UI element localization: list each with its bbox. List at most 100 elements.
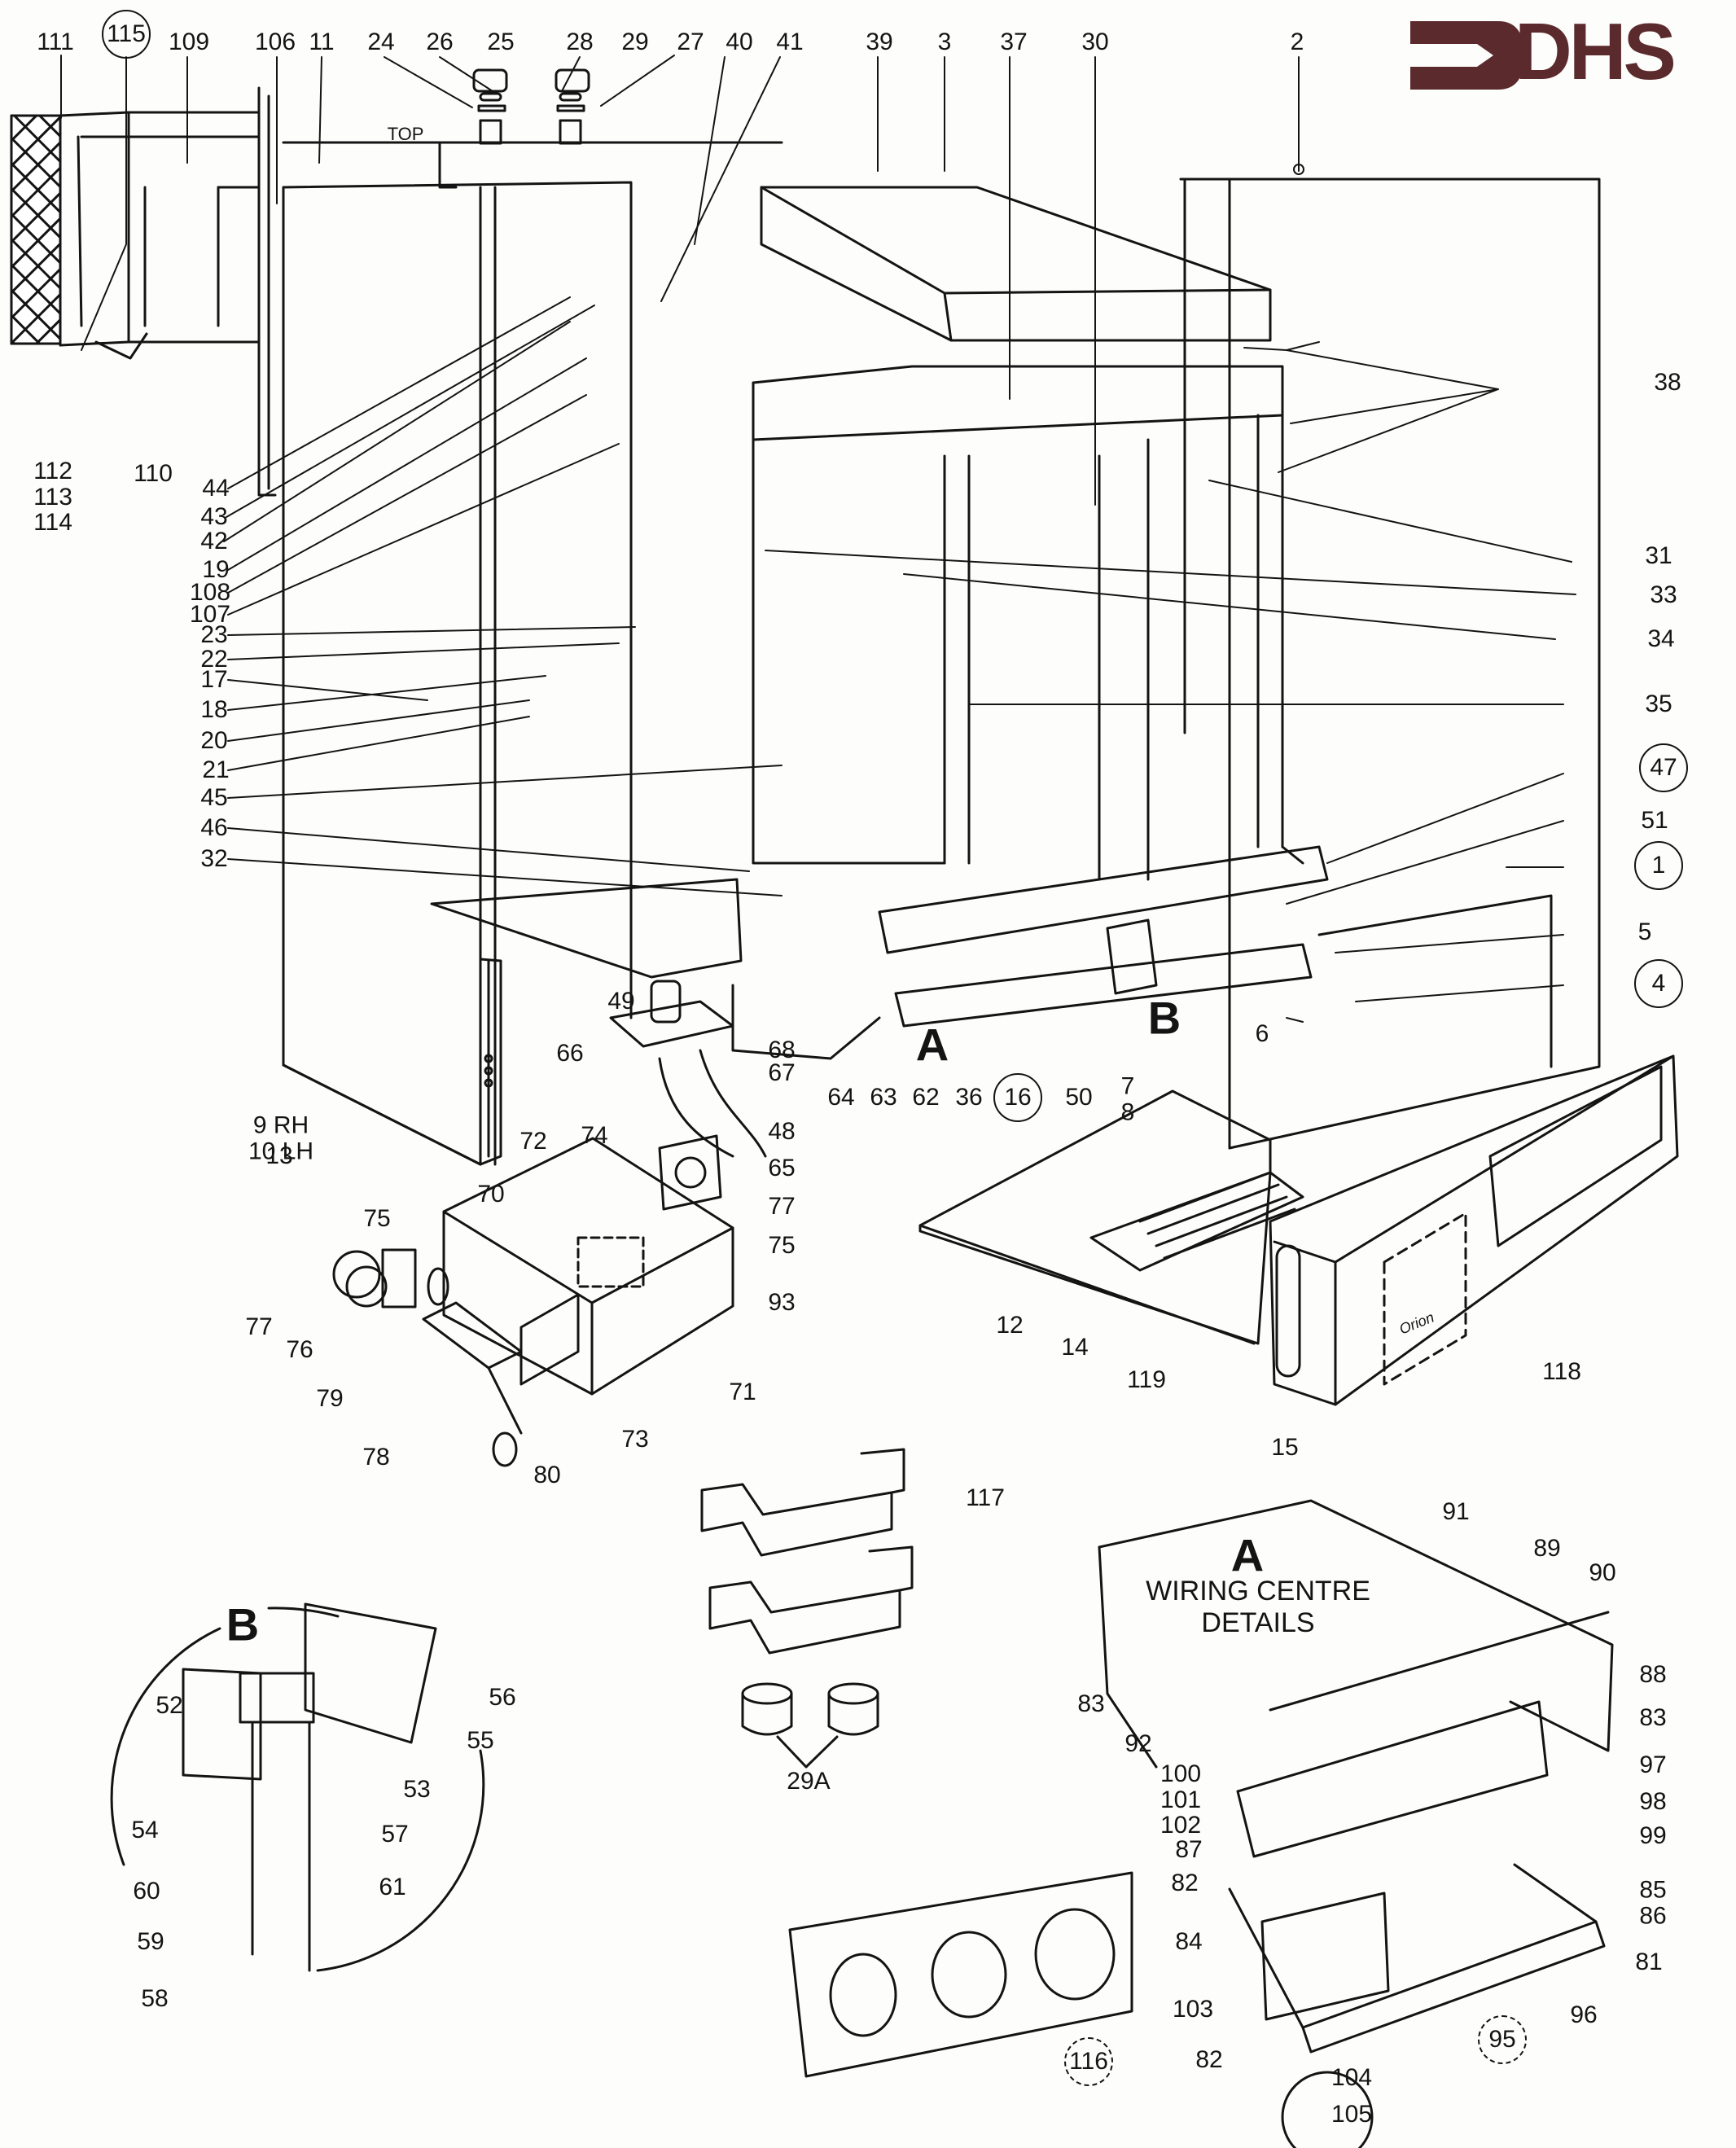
callout-label-66: 66 <box>556 1040 584 1067</box>
gas-valve <box>442 1137 734 1396</box>
callout-label-21: 21 <box>202 756 230 783</box>
callout-label-20: 20 <box>200 727 228 754</box>
callout-label-39: 39 <box>866 28 893 55</box>
callout-label-56: 56 <box>489 1684 516 1711</box>
arrow-a-letter: A <box>915 1019 949 1071</box>
callout-label-81: 81 <box>1635 1949 1663 1975</box>
callout-label-65: 65 <box>768 1155 796 1181</box>
fixing-brackets <box>700 1448 914 1655</box>
side-panel-9-10 <box>282 958 502 1166</box>
callout-label-116: 116 <box>1064 2037 1113 2086</box>
callout-label-7-8: 7 8 <box>1120 1072 1135 1125</box>
callout-label-97: 97 <box>1639 1751 1667 1778</box>
fan-grille <box>1089 1171 1304 1272</box>
front-cover <box>1269 1054 1679 1406</box>
callout-label-98: 98 <box>1639 1788 1667 1815</box>
callout-label-31: 31 <box>1645 542 1672 569</box>
callout-label-38: 38 <box>1654 369 1681 396</box>
callout-label-115: 115 <box>102 10 151 59</box>
callout-label-78: 78 <box>362 1444 390 1471</box>
callout-label-105: 105 <box>1330 2101 1373 2128</box>
callout-label-80: 80 <box>533 1462 561 1488</box>
callout-label-109: 109 <box>168 28 210 55</box>
callout-label-92: 92 <box>1124 1730 1152 1757</box>
callout-label-59: 59 <box>137 1928 164 1955</box>
top-marking: TOP <box>387 124 424 144</box>
callout-label-1: 1 <box>1634 841 1683 890</box>
callout-label-61: 61 <box>379 1874 406 1900</box>
callout-label-23: 23 <box>200 621 228 648</box>
callout-label-3: 3 <box>937 28 952 55</box>
callout-label-89: 89 <box>1533 1535 1561 1562</box>
callout-label-18: 18 <box>200 696 228 723</box>
burner-assembly <box>878 845 1329 1028</box>
callout-label-9-10: 9 RH 10 LH <box>248 1111 314 1164</box>
top-connectors <box>472 68 590 145</box>
callout-label-42: 42 <box>200 528 228 555</box>
gas-cock-and-thermostat <box>332 1248 523 1467</box>
arrow-b-letter: B <box>1147 992 1181 1044</box>
callout-label-110: 110 <box>134 460 173 487</box>
callout-label-40: 40 <box>726 28 753 55</box>
callout-label-67: 67 <box>768 1059 796 1086</box>
callout-label-95: 95 <box>1478 2015 1527 2064</box>
callout-label-60: 60 <box>133 1878 160 1905</box>
callout-label-73: 73 <box>621 1426 649 1453</box>
callout-label-77b: 77 <box>245 1313 273 1340</box>
callout-label-49: 49 <box>607 988 635 1015</box>
dhs-logo-mark <box>1410 21 1524 90</box>
callout-label-63: 63 <box>870 1084 897 1111</box>
callout-label-87: 87 <box>1175 1836 1203 1863</box>
callout-label-11: 11 <box>309 28 335 55</box>
callout-label-112-114: 112 113 114 <box>33 457 72 536</box>
callout-label-108: 108 <box>189 579 231 606</box>
callout-label-32: 32 <box>200 845 228 872</box>
base-plate <box>918 1089 1272 1345</box>
heat-exchanger <box>752 365 1304 881</box>
callout-label-29a: 29A <box>787 1768 831 1795</box>
callout-label-43: 43 <box>200 503 228 530</box>
callout-label-36: 36 <box>955 1084 983 1111</box>
callout-label-84: 84 <box>1175 1928 1203 1955</box>
callout-label-54: 54 <box>131 1817 159 1843</box>
callout-label-64: 64 <box>827 1084 855 1111</box>
callout-label-5: 5 <box>1637 918 1652 945</box>
callout-label-22: 22 <box>200 646 228 673</box>
callout-label-76: 76 <box>286 1336 313 1363</box>
control-panel <box>788 1871 1133 2078</box>
detail-b-letter: B <box>226 1598 260 1650</box>
callout-label-103: 103 <box>1172 1996 1214 2023</box>
callout-label-44: 44 <box>202 475 230 502</box>
callout-label-90: 90 <box>1589 1559 1616 1586</box>
callout-label-107: 107 <box>189 601 231 628</box>
callout-label-71: 71 <box>729 1379 756 1405</box>
callout-label-50: 50 <box>1065 1084 1093 1111</box>
callout-label-26: 26 <box>426 28 454 55</box>
callout-label-93: 93 <box>768 1289 796 1316</box>
callout-label-19: 19 <box>202 556 230 583</box>
leader-lines <box>60 55 1576 1023</box>
draught-diverter-hood <box>760 186 1272 342</box>
callout-label-28: 28 <box>566 28 594 55</box>
callout-label-68: 68 <box>768 1037 796 1063</box>
callout-label-82a: 82 <box>1171 1870 1199 1896</box>
callout-label-118: 118 <box>1542 1358 1581 1385</box>
callout-label-17: 17 <box>200 666 228 693</box>
callout-label-74: 74 <box>581 1122 608 1149</box>
callout-label-117: 117 <box>966 1484 1005 1511</box>
callout-label-24: 24 <box>367 28 395 55</box>
callout-label-91: 91 <box>1442 1498 1470 1525</box>
callout-label-34: 34 <box>1647 625 1675 652</box>
callout-label-82b: 82 <box>1195 2046 1223 2073</box>
detail-a-letter: A <box>1230 1529 1265 1581</box>
pilot-bracket <box>609 980 767 1211</box>
flue-terminal-guard <box>10 111 261 360</box>
callout-label-83a: 83 <box>1077 1690 1105 1717</box>
callout-label-45: 45 <box>200 784 228 811</box>
callout-label-41: 41 <box>776 28 804 55</box>
callout-label-16: 16 <box>993 1073 1042 1122</box>
brand-logo-text: DHS <box>1515 7 1677 96</box>
callout-label-29: 29 <box>621 28 649 55</box>
callout-label-75a: 75 <box>363 1205 391 1232</box>
